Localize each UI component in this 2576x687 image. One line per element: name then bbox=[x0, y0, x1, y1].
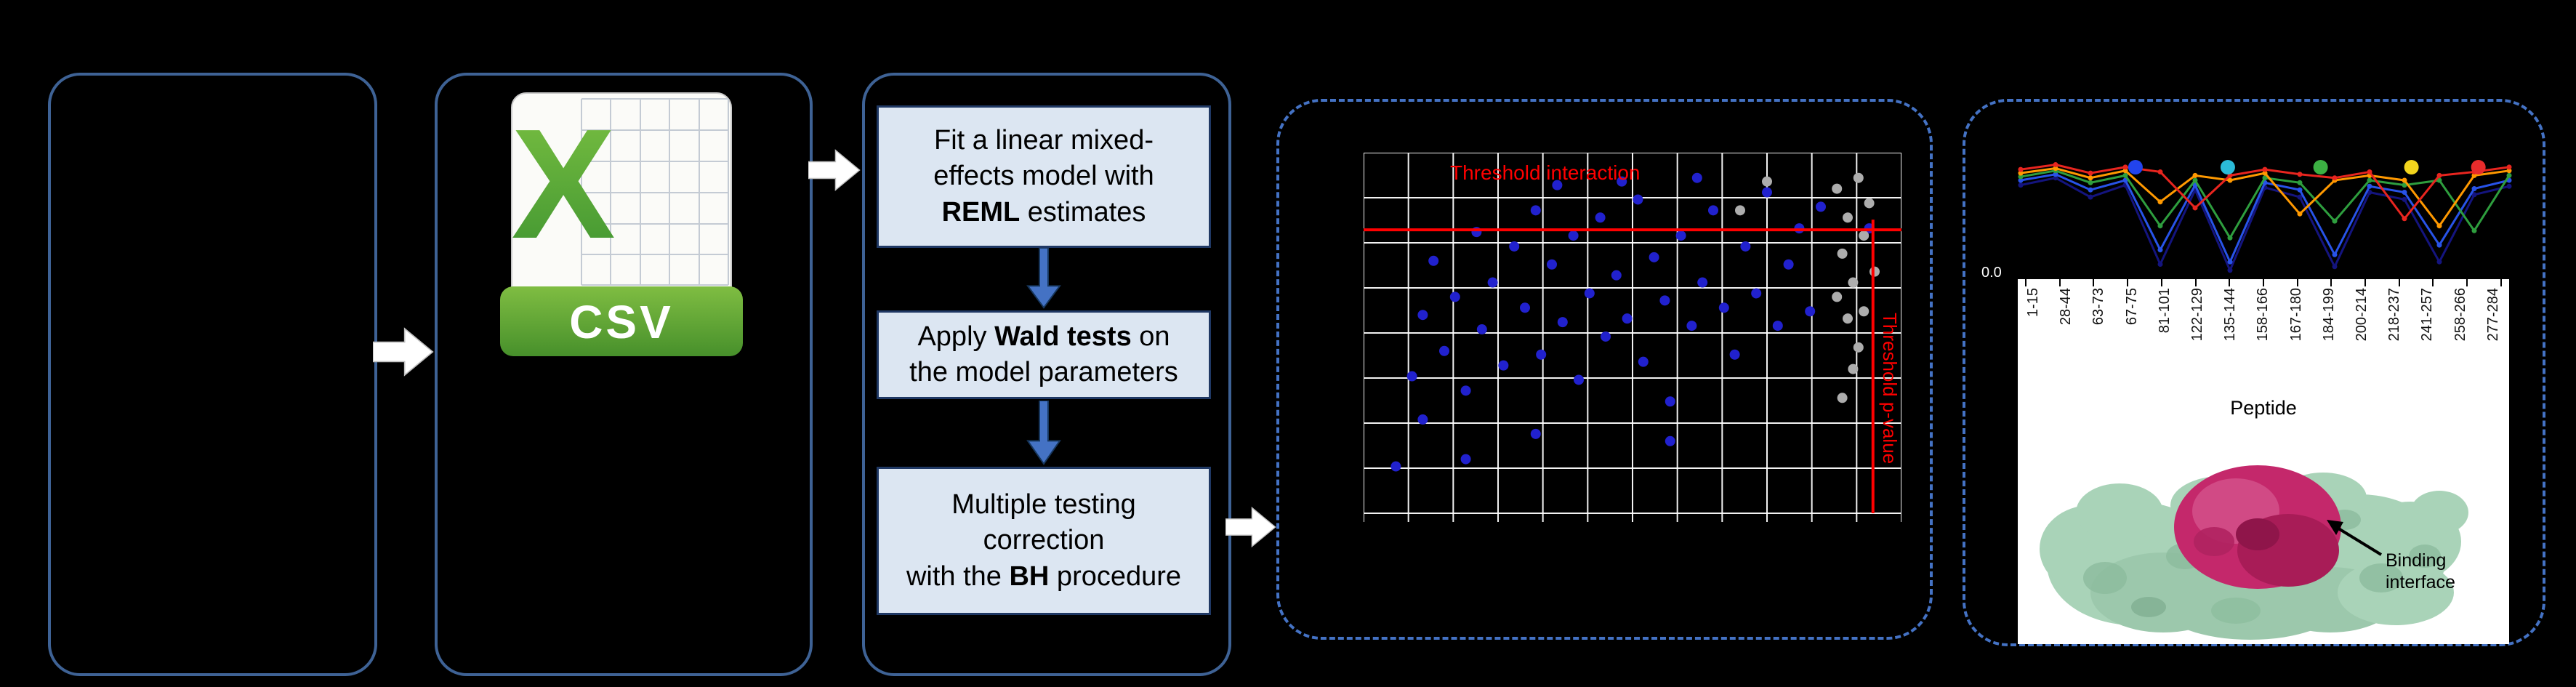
protein-structure-image bbox=[2040, 465, 2468, 640]
csv-format-label: CSV bbox=[569, 296, 674, 348]
peptide-tick-label: 200-214 bbox=[2354, 288, 2370, 342]
axis-tick bbox=[2296, 279, 2298, 286]
binding-interface-region bbox=[2174, 465, 2341, 589]
peptide-axis-labels: 1-15 28-44 63-73 67-75 81-101 122-129 135-144 1… bbox=[2018, 288, 2509, 341]
peptide-tick-label: 28-44 bbox=[2058, 288, 2074, 326]
csv-file-icon: X CSV bbox=[500, 92, 743, 356]
axis-tick bbox=[2500, 279, 2502, 286]
axis-tick bbox=[2262, 279, 2264, 286]
axis-tick bbox=[2160, 279, 2162, 286]
y-axis-tick-label: 0.0 bbox=[1981, 265, 2002, 281]
arrow-down-icon bbox=[1026, 248, 1061, 309]
arrow-down-icon bbox=[1026, 401, 1061, 465]
peptide-tick-label: 135-144 bbox=[2222, 288, 2239, 342]
panel-scatter-results bbox=[1276, 99, 1933, 640]
spreadsheet-grid bbox=[581, 98, 729, 286]
threshold-interaction-label: Threshold interaction bbox=[1450, 161, 1641, 184]
peptide-tick-label: 258-266 bbox=[2452, 288, 2468, 342]
peptide-tick-label: 63-73 bbox=[2090, 288, 2107, 326]
flow-arrow-right-icon bbox=[1225, 506, 1276, 548]
axis-tick bbox=[2058, 279, 2061, 286]
flow-arrow-right-icon bbox=[808, 149, 861, 191]
axis-tick bbox=[2432, 279, 2434, 286]
peptide-tick-label: 167-180 bbox=[2287, 288, 2304, 342]
peptide-tick-label: 241-257 bbox=[2419, 288, 2436, 342]
annotation-arrow-icon bbox=[2327, 520, 2383, 556]
axis-tick bbox=[2025, 279, 2026, 286]
peptide-tick-label: 184-199 bbox=[2320, 288, 2337, 342]
binding-interface-label: Binding interface bbox=[2386, 550, 2455, 592]
peptide-profile-chart bbox=[2018, 160, 2512, 273]
flow-arrow-right-icon bbox=[373, 327, 434, 377]
peptide-tick-label: 1-15 bbox=[2025, 288, 2041, 318]
threshold-scatter-plot bbox=[1364, 153, 1901, 522]
axis-tick bbox=[2127, 279, 2129, 286]
peptide-tick-label: 158-166 bbox=[2255, 288, 2271, 342]
peptide-tick-label: 67-75 bbox=[2123, 288, 2140, 326]
peptide-tick-label: 218-237 bbox=[2386, 288, 2403, 342]
axis-tick bbox=[2330, 279, 2333, 286]
peptide-axis-ticks bbox=[2025, 279, 2502, 286]
peptide-tick-label: 277-284 bbox=[2484, 288, 2501, 342]
threshold-pvalue-label: Threshold p-value bbox=[1879, 313, 1901, 465]
axis-tick bbox=[2093, 279, 2095, 286]
axis-tick bbox=[2398, 279, 2400, 286]
csv-banner bbox=[500, 286, 743, 356]
axis-tick bbox=[2466, 279, 2468, 286]
axis-tick bbox=[2194, 279, 2197, 286]
excel-x-letter: X bbox=[511, 96, 615, 271]
peptide-axis-title: Peptide bbox=[2230, 397, 2297, 419]
axis-tick bbox=[2364, 279, 2367, 286]
axis-tick bbox=[2229, 279, 2231, 286]
panel-input bbox=[48, 73, 377, 676]
peptide-tick-label: 81-101 bbox=[2156, 288, 2173, 334]
peptide-tick-label: 122-129 bbox=[2189, 288, 2206, 342]
